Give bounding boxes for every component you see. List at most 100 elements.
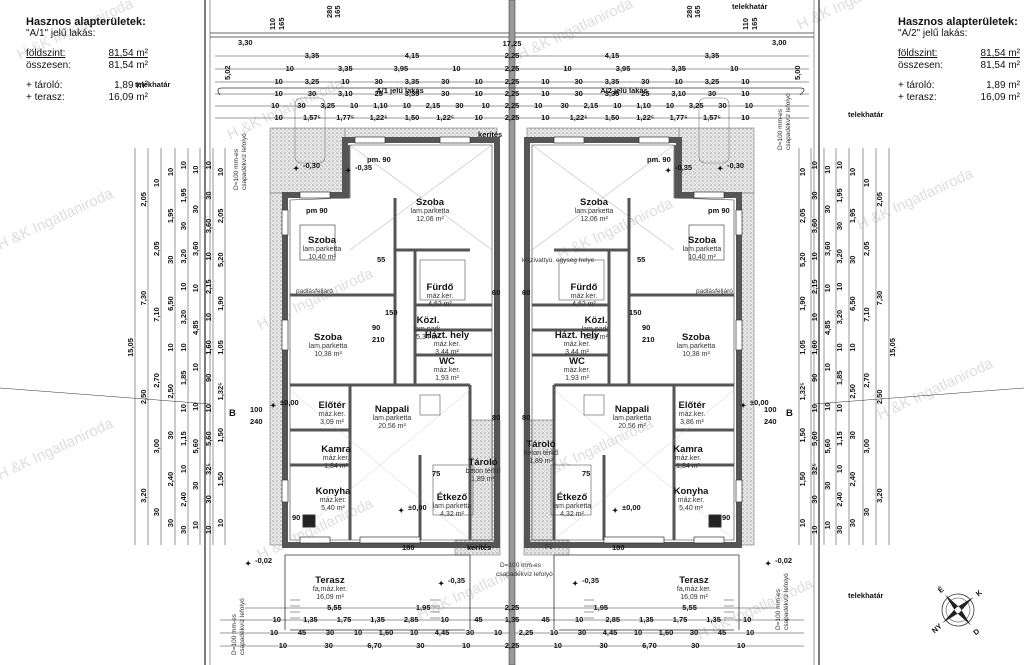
opening-dimension: 150	[629, 308, 642, 317]
dimension-text: 3,20	[835, 310, 844, 325]
dimension-text: 10	[191, 284, 200, 292]
dimension-text: 10	[441, 615, 449, 624]
dimension-text: 3,25	[305, 77, 320, 86]
dimension-text: 1,77⁵	[670, 113, 689, 122]
dimension-text: 1,95	[416, 603, 431, 612]
dimension-text: 1,95	[835, 188, 844, 203]
level-value: -0,35	[582, 576, 599, 585]
dimension-text: 10	[550, 628, 558, 637]
dimension-text: 1,22⁵	[570, 113, 589, 122]
dimension-text: 1,50	[798, 472, 807, 487]
legend-subtitle: "A/1" jelű lakás:	[26, 28, 96, 39]
dimension-text: 10	[191, 521, 200, 529]
drain-note-line2: csapadékvíz lefolyó	[496, 571, 553, 578]
dimension-text: 10	[798, 168, 807, 176]
legend-value: 16,09 m²	[108, 92, 148, 103]
legend-value: 81,54 m²	[980, 60, 1020, 71]
level-marker-icon: ✦	[572, 579, 579, 588]
dimension-text: 6,50	[848, 296, 857, 311]
room-area: 4,62 m²	[572, 301, 596, 308]
opening-dimension: 150	[385, 308, 398, 317]
dimension-text: 10	[563, 64, 571, 73]
dimension-text: 1,60	[659, 628, 674, 637]
watermark-text: H &K Ingatlaniroda	[0, 185, 116, 254]
opening-dimension: 55	[377, 255, 385, 264]
drain-note-right-2: csapadékvíz lefolyó	[785, 93, 792, 150]
level-value: ±0,00	[408, 503, 427, 512]
dimension-text: 2,50	[166, 384, 175, 399]
left-front-dimension: 5,02	[223, 65, 232, 80]
room-floor: máz.ker.	[434, 341, 461, 348]
room-name: Konyha	[674, 486, 710, 497]
room-floor: lam.parketta	[309, 343, 348, 350]
legend-row: + tároló:1,89 m²	[26, 80, 148, 92]
dimension-text: 30	[297, 101, 305, 110]
pump-unit-label: kiszívattyú. egység helye	[522, 257, 595, 264]
dimension-text: 30	[574, 89, 582, 98]
dimension-text: 30	[204, 191, 213, 199]
dimension-text: 1,32⁵	[216, 382, 225, 401]
room-name: Fürdő	[427, 282, 454, 293]
opening-dimension: 90	[372, 323, 380, 332]
level-marker-icon: ✦	[717, 164, 724, 173]
room-name: Tároló	[468, 457, 497, 468]
dimension-text: 1,05	[798, 340, 807, 355]
dimension-text: 10	[823, 403, 832, 411]
dimension-text: 3,35	[705, 51, 720, 60]
dimension-text: 6,70	[367, 641, 382, 650]
room-floor: beton térkő	[465, 468, 500, 475]
level-value: -0,30	[303, 161, 320, 170]
level-marker-icon: ✦	[765, 559, 772, 568]
room-area: 3,09 m²	[320, 419, 344, 426]
total-width-dimension: 17,25	[503, 39, 522, 48]
room-area: 1,93 m²	[435, 375, 459, 382]
dimension-text: 25	[374, 89, 382, 98]
dimension-text: 1,35	[639, 615, 654, 624]
opening-dimension: 100	[250, 405, 263, 414]
level-value: -0,35	[448, 576, 465, 585]
dimension-text: 90	[204, 374, 213, 382]
room-area: 3,44 m²	[435, 349, 459, 356]
dimension-text: 32⁵	[810, 463, 819, 475]
opening-dimension: 100	[764, 405, 777, 414]
room-area: 1,89 m²	[529, 458, 553, 465]
dimension-text: 30	[204, 495, 213, 503]
room-area: 5,40 m²	[679, 505, 703, 512]
dimension-text: 10	[274, 113, 282, 122]
dimension-text: 10	[216, 168, 225, 176]
section-marker-right: B	[786, 408, 793, 419]
dimension-text: 10	[541, 113, 549, 122]
dimension-text: 10	[204, 404, 213, 412]
dimension-text: 5,20	[216, 252, 225, 267]
dimension-text: 1,35	[303, 615, 318, 624]
dimension-text: 2,25	[505, 101, 520, 110]
dimension-text: 2,85	[404, 615, 419, 624]
dimension-text: 1,90	[216, 296, 225, 311]
dimension-text: 10	[179, 343, 188, 351]
room-area: 1,89 m²	[471, 476, 495, 483]
left-setback-dimension: 3,30	[238, 38, 253, 47]
room-name: Terasz	[679, 575, 709, 586]
room-floor: lam.parketta	[411, 208, 450, 215]
dimension-text: 1,35	[370, 615, 385, 624]
legend-row: + terasz:16,09 m²	[26, 92, 148, 104]
dimension-text: 1,22⁵	[370, 113, 389, 122]
level-marker-icon: ✦	[245, 559, 252, 568]
dimension-text: 1,35	[505, 615, 520, 624]
dimension-text: 30	[848, 519, 857, 527]
opening-dimension: 75	[432, 469, 440, 478]
opening-dimension: 90	[722, 513, 730, 522]
opening-dimension: 80	[522, 413, 530, 422]
dimension-text: 10	[810, 252, 819, 260]
dimension-text: 2,50	[875, 390, 884, 405]
room-floor: lam.parketta	[433, 503, 472, 510]
dimension-text: 10	[613, 101, 621, 110]
room-name: Nappali	[375, 404, 409, 415]
room-name: Szoba	[580, 197, 609, 208]
dimension-text: 10	[737, 641, 745, 650]
dimension-text: 30	[191, 205, 200, 213]
room-name: Kamra	[673, 444, 703, 455]
dimension-text: 10	[810, 161, 819, 169]
dimension-text: 30	[152, 508, 161, 516]
